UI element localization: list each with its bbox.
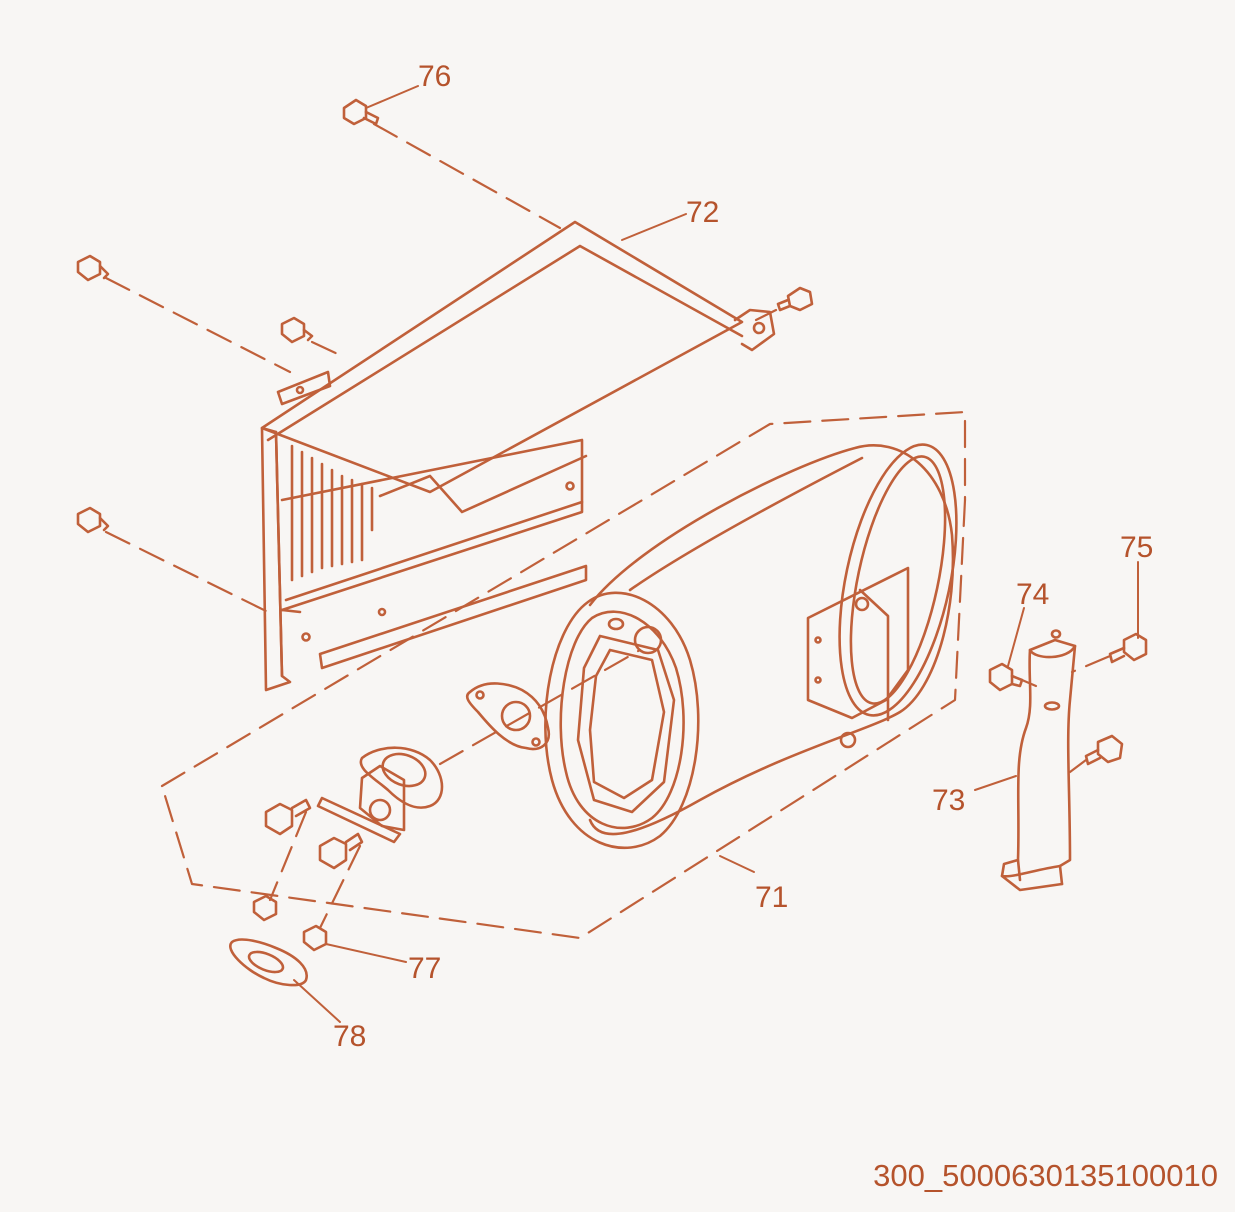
nut-77b [302, 924, 328, 952]
assembly-dash-lines [104, 122, 1112, 940]
bolt-74 [988, 662, 1024, 692]
bolt-pipe-left [264, 798, 312, 836]
fasteners [76, 98, 1148, 952]
exhaust-pipe [316, 746, 444, 844]
label-77: 77 [408, 952, 441, 985]
label-73: 73 [932, 784, 965, 817]
bolt-75 [1108, 632, 1148, 664]
bolt-left-lower [76, 506, 110, 534]
bolt-right-top [776, 286, 814, 312]
flange-gasket [465, 682, 551, 751]
bolt-lower-right [1084, 734, 1124, 766]
diagram-code: 300_5000630135100010 [873, 1158, 1218, 1193]
bolt-pipe-middle [318, 832, 364, 870]
label-71: 71 [755, 881, 788, 914]
leader-lines [293, 85, 1139, 1023]
part-labels: 71 72 73 74 75 76 77 78 300_500063013510… [333, 60, 1218, 1193]
clamp-bracket [1000, 629, 1077, 892]
label-76: 76 [418, 60, 451, 93]
heat-shield-cover [260, 220, 776, 692]
nut-77a [252, 894, 278, 922]
exhaust-gasket [229, 938, 308, 987]
label-78: 78 [333, 1020, 366, 1053]
bolt-76-top [342, 98, 380, 126]
label-75: 75 [1120, 531, 1153, 564]
label-74: 74 [1016, 578, 1049, 611]
muffler-body [544, 443, 958, 850]
bolt-inner-left [280, 316, 314, 344]
label-72: 72 [686, 196, 719, 229]
bolt-left-upper [76, 254, 110, 282]
